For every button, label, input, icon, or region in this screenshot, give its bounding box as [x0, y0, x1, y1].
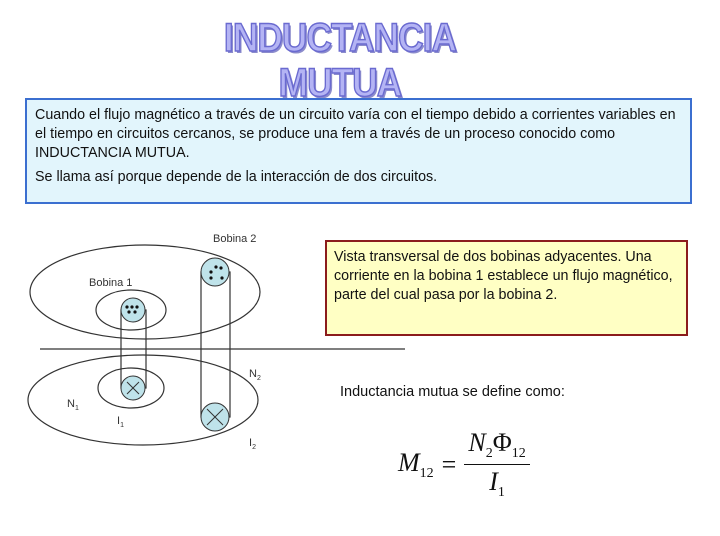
formula-current-symbol: I [489, 467, 498, 497]
current-out-dots-icon [125, 265, 224, 314]
formula-fraction: N2Φ12 I1 [464, 428, 530, 501]
formula-flux-subscript: 12 [511, 446, 526, 462]
coil2-out-circle [200, 257, 230, 287]
formula-lhs: M12 [398, 448, 434, 482]
n1-label: N1 [67, 398, 79, 412]
coil1-lower-ellipse [97, 367, 165, 409]
formula-numerator: N2Φ12 [464, 428, 530, 466]
intro-paragraph-1: Cuando el flujo magnético a través de un… [35, 107, 676, 161]
formula-turns-symbol: N [468, 428, 486, 457]
coil2-lower-ellipse [27, 354, 259, 446]
mutual-inductance-formula: M12 = N2Φ12 I1 [398, 428, 530, 501]
i1-symbol: I [117, 415, 120, 427]
coil1-out-circle [120, 297, 146, 323]
coil2-label: Bobina 2 [213, 233, 256, 245]
formula-turns-subscript: 2 [485, 446, 493, 462]
current-in-cross-icon [126, 381, 224, 426]
n2-symbol: N [249, 368, 257, 380]
coil2-upper-ellipse [29, 244, 261, 340]
formula-equals: = [441, 449, 457, 479]
i2-subscript: 2 [252, 444, 256, 451]
formula-current-subscript: 1 [497, 485, 505, 501]
n2-subscript: 2 [257, 375, 261, 382]
coil2-side [200, 271, 231, 418]
i2-symbol: I [249, 437, 252, 449]
intro-box: Cuando el flujo magnético a través de un… [25, 98, 692, 204]
i2-label: I2 [249, 437, 256, 451]
coil1-label: Bobina 1 [89, 277, 132, 289]
formula-denominator: I1 [489, 465, 505, 501]
definition-label: Inductancia mutua se define como: [340, 384, 565, 400]
i1-subscript: 1 [120, 422, 124, 429]
intro-paragraph-2: Se llama así porque depende de la intera… [35, 169, 438, 185]
n2-label: N2 [249, 368, 261, 382]
coil1-upper-ellipse [95, 289, 167, 331]
slide-title: INDUCTANCIA MUTUA [223, 15, 457, 106]
n1-symbol: N [67, 398, 75, 410]
formula-flux-symbol: Φ [492, 428, 512, 457]
formula-lhs-symbol: M [398, 447, 420, 477]
caption-box: Vista transversal de dos bobinas adyacen… [325, 240, 688, 336]
n1-subscript: 1 [75, 405, 79, 412]
coils-diagram: Bobina 2 Bobina 1 N2 N1 I1 I2 [27, 233, 405, 451]
formula-lhs-subscript: 12 [419, 465, 434, 481]
i1-label: I1 [117, 415, 124, 429]
